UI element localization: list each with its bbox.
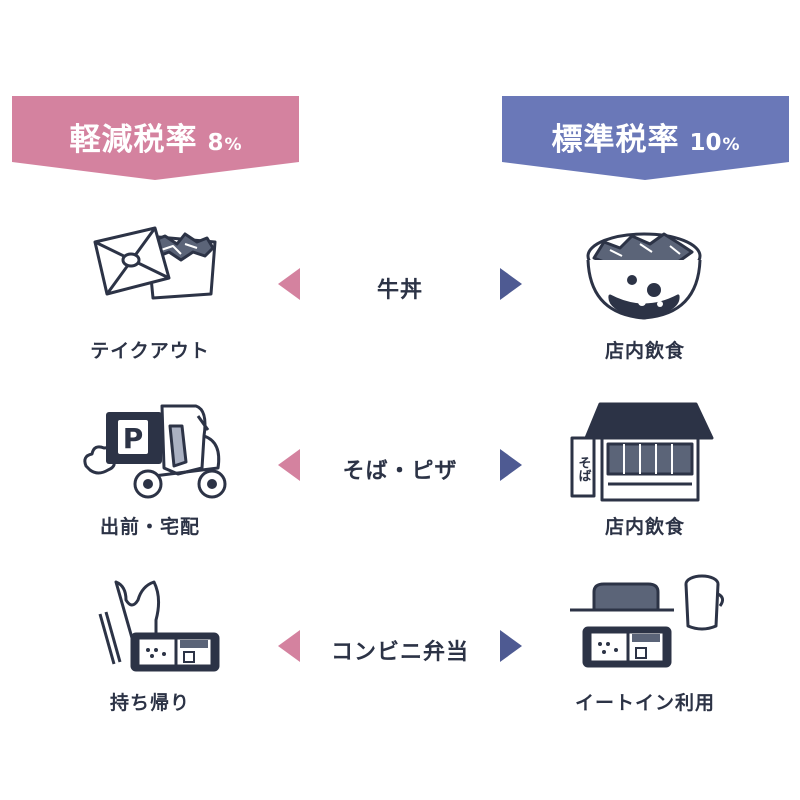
delivery-scooter-icon: P: [83, 404, 227, 499]
row3-right-label: イートイン利用: [574, 692, 715, 714]
row3-left-label: 持ち帰り: [109, 692, 190, 714]
soba-shop-icon: そば: [570, 402, 714, 502]
reduced-rate-banner: 軽減税率 8%: [12, 96, 299, 180]
row3-item-label: コンビニ弁当: [330, 640, 469, 665]
row1-right-label: 店内飲食: [604, 340, 685, 362]
reduced-rate-label: 軽減税率: [69, 122, 198, 158]
standard-rate-unit: %: [722, 135, 740, 155]
row2-item-label: そば・ピザ: [342, 459, 458, 484]
row2-left-arrow-icon: [278, 449, 300, 481]
row1-right-arrow-icon: [500, 268, 522, 300]
row1-item-label: 牛丼: [376, 278, 423, 303]
reduced-rate-text: 軽減税率 8%: [12, 114, 299, 159]
reduced-rate-value: 8: [207, 130, 224, 156]
standard-rate-banner: 標準税率 10%: [502, 96, 789, 180]
row2-right-arrow-icon: [500, 449, 522, 481]
standard-rate-text: 標準税率 10%: [502, 114, 789, 159]
row2-left-label: 出前・宅配: [99, 516, 200, 538]
standard-rate-label: 標準税率: [551, 122, 680, 158]
bag-bento-icon: [98, 580, 220, 672]
reduced-rate-unit: %: [224, 135, 242, 155]
eat-in-counter-icon: [570, 574, 725, 668]
svg-text:P: P: [123, 422, 144, 455]
gyudon-bowl-icon: [586, 232, 702, 320]
standard-rate-value: 10: [689, 130, 722, 156]
row3-right-arrow-icon: [500, 630, 522, 662]
takeout-box-icon: [93, 226, 217, 300]
shop-sign-text: そば: [576, 456, 592, 482]
row2-right-label: 店内飲食: [604, 516, 685, 538]
row1-left-arrow-icon: [278, 268, 300, 300]
row1-left-label: テイクアウト: [90, 340, 210, 362]
row3-left-arrow-icon: [278, 630, 300, 662]
